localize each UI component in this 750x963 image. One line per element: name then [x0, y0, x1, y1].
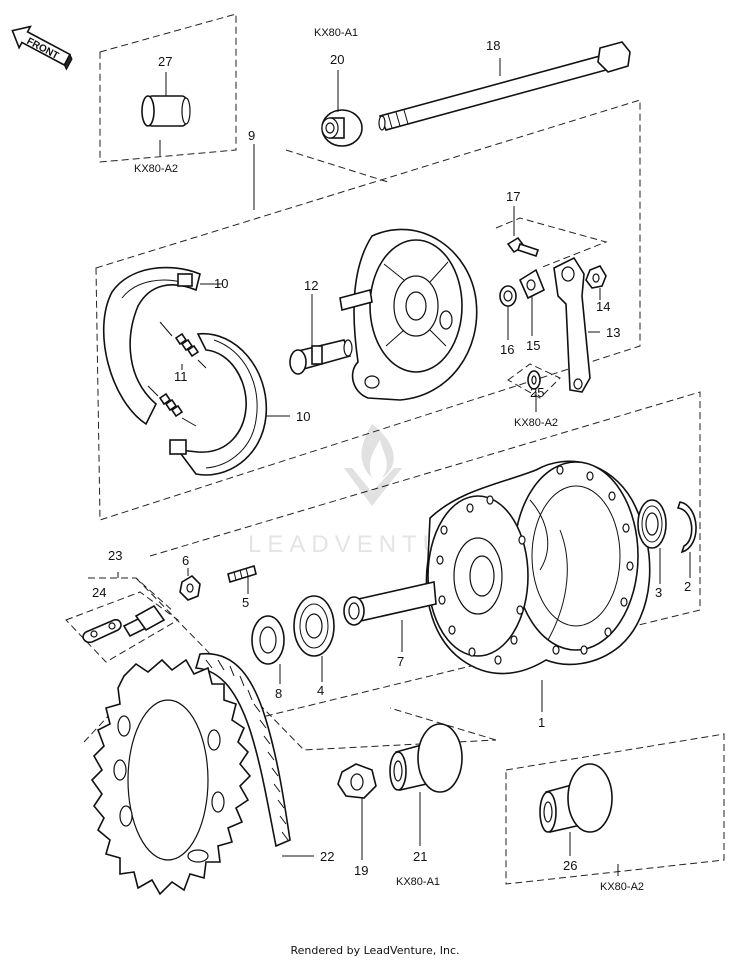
- part-11-springs: [147, 321, 207, 427]
- callout-21: 21: [413, 849, 427, 864]
- callout-16: 16: [500, 342, 514, 357]
- part-20-collar: [321, 109, 363, 147]
- part-15-wear-indicator: [518, 268, 546, 300]
- model-code-box-25: KX80-A2: [514, 417, 558, 429]
- part-12-brake-camshaft: [289, 339, 353, 375]
- brake-panel: [339, 228, 478, 401]
- model-code-box-26: KX80-A2: [600, 881, 644, 893]
- part-14-nut: [585, 265, 607, 289]
- part-5-stud: [227, 564, 257, 584]
- callout-7: 7: [397, 654, 404, 669]
- callout-3: 3: [655, 585, 662, 600]
- callout-26: 26: [563, 858, 577, 873]
- part-6-nut: [179, 574, 201, 601]
- part-1-rear-hub: [425, 460, 651, 675]
- part-24-chain-joint: [82, 604, 166, 644]
- callout-15: 15: [526, 338, 540, 353]
- part-10-brake-shoe-lower: [169, 333, 268, 476]
- callout-10-upper: 10: [214, 276, 228, 291]
- part-17-bolt: [506, 236, 540, 258]
- part-26-collar: [539, 763, 613, 833]
- part-7-distance-collar: [343, 581, 437, 626]
- part-21-collar: [389, 723, 463, 793]
- callout-22: 22: [320, 849, 334, 864]
- callout-1: 1: [538, 715, 545, 730]
- part-19-axle-nut: [337, 763, 377, 799]
- part-10-brake-shoe-upper: [102, 266, 201, 426]
- footer-credit: Rendered by LeadVenture, Inc.: [290, 944, 460, 957]
- callout-14: 14: [596, 299, 610, 314]
- callout-20: 20: [330, 52, 344, 67]
- callout-9: 9: [248, 128, 255, 143]
- callout-12: 12: [304, 278, 318, 293]
- callout-19: 19: [354, 863, 368, 878]
- part-27-collar: [141, 95, 191, 127]
- front-arrow-badge: FRONT: [11, 25, 73, 71]
- callout-17: 17: [506, 189, 520, 204]
- part-13-brake-lever: [553, 256, 591, 393]
- callout-13: 13: [606, 325, 620, 340]
- callout-23: 23: [108, 548, 122, 563]
- callout-numbers: 27 20 18 9 10 10 11 12 17 14 13 16 15 25…: [92, 38, 691, 878]
- model-code-top: KX80-A1: [314, 27, 358, 39]
- callout-8: 8: [275, 686, 282, 701]
- callout-10-lower: 10: [296, 409, 310, 424]
- callout-18: 18: [486, 38, 500, 53]
- model-codes: KX80-A1 KX80-A2 KX80-A2 KX80-A1 KX80-A2: [134, 27, 644, 893]
- part-23-drive-chain: [194, 652, 291, 848]
- part-2-circlip: [676, 501, 697, 554]
- hub-flange-holes: [436, 465, 634, 665]
- callout-2: 2: [684, 579, 691, 594]
- part-25-collar: [527, 370, 541, 390]
- callout-24: 24: [92, 585, 106, 600]
- callout-27: 27: [158, 54, 172, 69]
- part-18-rear-axle: [378, 41, 631, 131]
- callout-11: 11: [174, 369, 188, 384]
- part-16-washer: [499, 285, 517, 307]
- part-22-rear-sprocket: [90, 658, 252, 896]
- part-8-oil-seal: [251, 615, 285, 665]
- part-3-bearing: [637, 499, 667, 549]
- callout-6: 6: [182, 553, 189, 568]
- callout-4: 4: [317, 683, 324, 698]
- leader-lines: [117, 58, 691, 876]
- model-code-bottom: KX80-A1: [396, 876, 440, 888]
- callout-25: 25: [530, 385, 544, 400]
- model-code-box-27: KX80-A2: [134, 163, 178, 175]
- part-4-bearing: [293, 595, 335, 657]
- callout-5: 5: [242, 595, 249, 610]
